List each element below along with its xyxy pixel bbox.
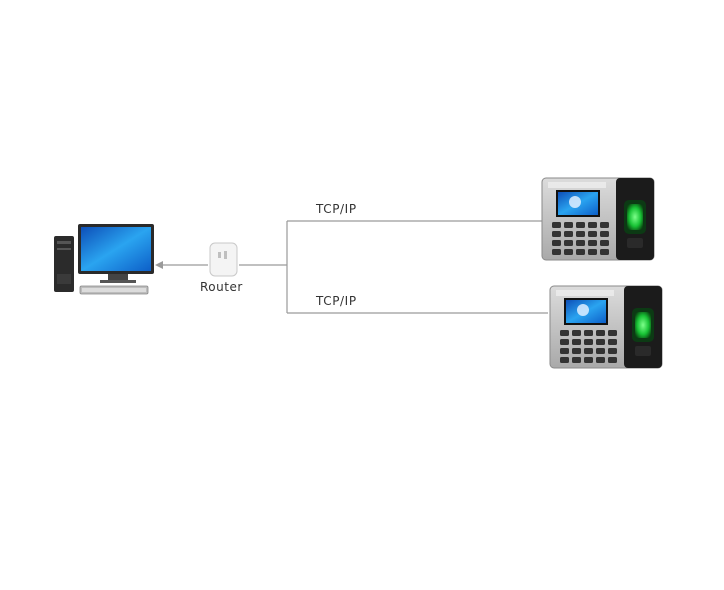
router-label: Router bbox=[200, 280, 243, 294]
arrow-to-computer bbox=[155, 261, 208, 269]
tcp-ip-label-bottom: TCP/IP bbox=[316, 294, 357, 308]
time-attendance-terminal-icon bbox=[541, 177, 655, 261]
connection-lines bbox=[239, 220, 548, 314]
time-attendance-terminal-icon bbox=[549, 285, 663, 369]
router-icon bbox=[209, 242, 238, 277]
desktop-computer-icon bbox=[54, 224, 154, 295]
tcp-ip-label-top: TCP/IP bbox=[316, 202, 357, 216]
